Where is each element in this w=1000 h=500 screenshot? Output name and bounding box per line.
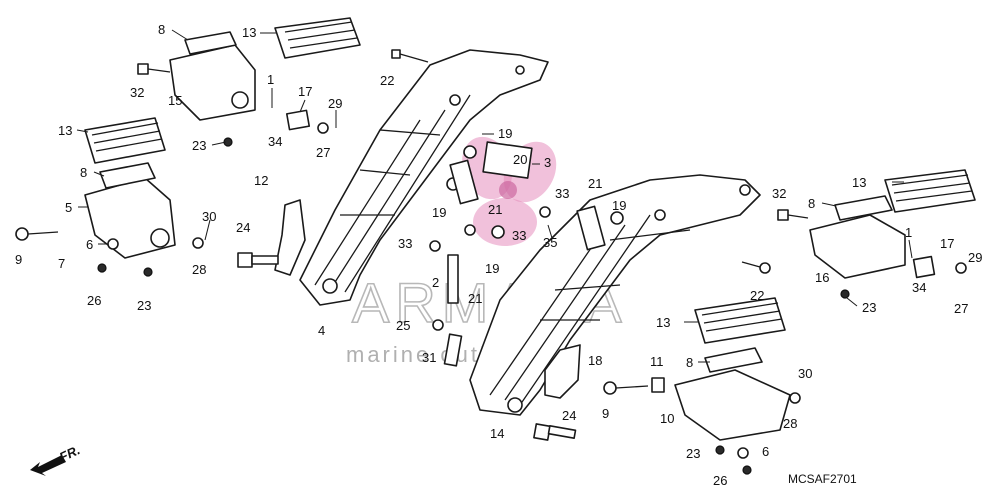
callout-29: 29: [968, 250, 982, 265]
callout-34: 34: [268, 134, 282, 149]
callout-24: 24: [562, 408, 576, 423]
callout-numbers: 8 13 32 15 1 17 29 34 27 23 13 8 5 30 6 …: [15, 22, 982, 488]
callout-10: 10: [660, 411, 674, 426]
callout-16: 16: [815, 270, 829, 285]
footrest-rubber-bottom: [694, 297, 786, 344]
callout-14: 14: [490, 426, 504, 441]
callout-27: 27: [954, 301, 968, 316]
footrest-rubber-top-left: [274, 17, 361, 59]
bolt-24-left: [237, 252, 279, 268]
footrest-bracket-5: [84, 162, 176, 259]
callout-23: 23: [137, 298, 151, 313]
callout-6: 6: [762, 444, 769, 459]
heel-guard-18: [544, 344, 581, 399]
callout-18: 18: [588, 353, 602, 368]
front-direction-label: FR.: [57, 442, 82, 464]
callout-31: 31: [422, 350, 436, 365]
callout-17: 17: [298, 84, 312, 99]
callout-4: 4: [318, 323, 325, 338]
footrest-bracket-10: [674, 347, 791, 441]
callout-23: 23: [192, 138, 206, 153]
main-step-bracket-left: [299, 49, 549, 306]
callout-8: 8: [808, 196, 815, 211]
callout-35: 35: [543, 235, 557, 250]
callout-21: 21: [488, 202, 502, 217]
callout-19: 19: [485, 261, 499, 276]
callout-27: 27: [316, 145, 330, 160]
leader-lines: [76, 29, 913, 363]
footrest-bracket-16: [809, 195, 906, 279]
footrest-rubber-left: [84, 117, 166, 164]
callout-30: 30: [202, 209, 216, 224]
callout-13: 13: [852, 175, 866, 190]
diagram-code: MCSAF2701: [788, 472, 857, 486]
callout-13: 13: [58, 123, 72, 138]
callout-26: 26: [87, 293, 101, 308]
callout-22: 22: [750, 288, 764, 303]
callout-22: 22: [380, 73, 394, 88]
callout-3: 3: [544, 155, 551, 170]
callout-9: 9: [15, 252, 22, 267]
callout-19: 19: [612, 198, 626, 213]
callout-32: 32: [130, 85, 144, 100]
callout-7: 7: [58, 256, 65, 271]
main-step-bracket-right: [469, 174, 761, 416]
pin-9-left: [15, 227, 59, 241]
callout-23: 23: [686, 446, 700, 461]
callout-33: 33: [512, 228, 526, 243]
footrest-bracket-15: [169, 31, 256, 121]
callout-34: 34: [912, 280, 926, 295]
callout-20: 20: [513, 152, 527, 167]
bolt-32-right: [777, 209, 809, 221]
callout-33: 33: [398, 236, 412, 251]
callout-30: 30: [798, 366, 812, 381]
callout-13: 13: [242, 25, 256, 40]
callout-21: 21: [588, 176, 602, 191]
callout-19: 19: [498, 126, 512, 141]
callout-23: 23: [862, 300, 876, 315]
heel-guard-12: [274, 199, 306, 276]
callout-33: 33: [555, 186, 569, 201]
bolt-24-right: [533, 423, 577, 441]
callout-26: 26: [713, 473, 727, 488]
callout-28: 28: [783, 416, 797, 431]
bolt-22-right: [741, 261, 771, 274]
bolt-22-top: [391, 49, 429, 63]
callout-9: 9: [602, 406, 609, 421]
callout-24: 24: [236, 220, 250, 235]
callout-1: 1: [267, 72, 274, 87]
callout-13: 13: [656, 315, 670, 330]
callout-25: 25: [396, 318, 410, 333]
footrest-rubber-top-right: [884, 169, 976, 213]
callout-29: 29: [328, 96, 342, 111]
callout-8: 8: [80, 165, 87, 180]
callout-6: 6: [86, 237, 93, 252]
callout-12: 12: [254, 173, 268, 188]
callout-15: 15: [168, 93, 182, 108]
callout-2: 2: [432, 275, 439, 290]
callout-1: 1: [905, 225, 912, 240]
callout-8: 8: [686, 355, 693, 370]
front-direction-arrow-icon: FR.: [30, 442, 82, 476]
callout-8: 8: [158, 22, 165, 37]
callout-17: 17: [940, 236, 954, 251]
callout-19: 19: [432, 205, 446, 220]
callout-28: 28: [192, 262, 206, 277]
callout-21: 21: [468, 291, 482, 306]
callout-11: 11: [650, 354, 664, 369]
callout-5: 5: [65, 200, 72, 215]
pin-9-right: [603, 381, 649, 395]
callout-32: 32: [772, 186, 786, 201]
small-fasteners: [97, 109, 967, 475]
bolt-32-left: [137, 63, 171, 75]
